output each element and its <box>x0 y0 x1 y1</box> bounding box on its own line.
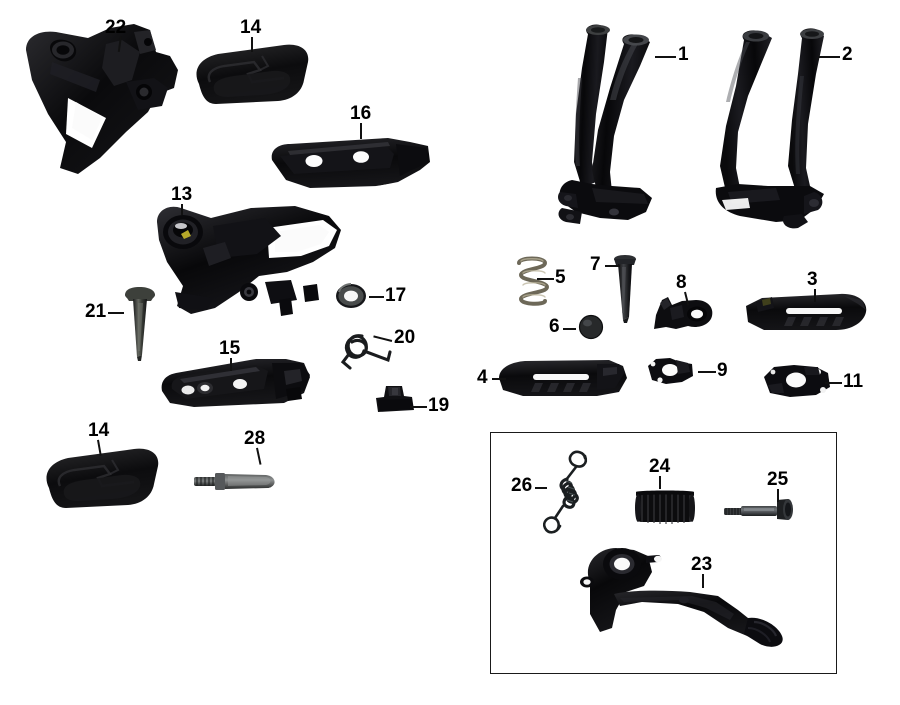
part-torsion-return-spring <box>340 330 406 372</box>
callout-13: 13 <box>171 184 193 205</box>
leader-11 <box>825 382 842 384</box>
callout-15: 15 <box>219 338 241 359</box>
leader-6 <box>563 328 576 330</box>
part-small-backing-plate <box>646 356 696 386</box>
leader-21 <box>108 312 124 314</box>
part-rear-brake-pedal <box>572 542 792 650</box>
part-large-backing-plate <box>760 363 832 399</box>
part-right-passenger-footrest-bracket <box>714 28 838 232</box>
part-rubber-stopper-block <box>372 384 418 416</box>
leader-24 <box>659 476 661 489</box>
leader-2 <box>818 56 840 58</box>
callout-4: 4 <box>477 367 488 388</box>
part-heel-guard-plate <box>270 136 432 194</box>
callout-28: 28 <box>244 428 266 449</box>
part-long-pivot-bolt <box>116 285 164 363</box>
callout-8: 8 <box>676 272 687 293</box>
callout-22: 22 <box>105 17 127 38</box>
callout-20: 20 <box>394 327 416 348</box>
part-rubber-bellows-boot <box>634 488 696 526</box>
part-right-footrest-hanger-bracket <box>155 200 345 322</box>
callout-11: 11 <box>843 371 864 392</box>
callout-16: 16 <box>350 103 372 124</box>
leader-19 <box>410 406 427 408</box>
callout-21: 21 <box>85 301 107 322</box>
part-flat-washer <box>335 283 367 309</box>
leader-23 <box>702 574 704 588</box>
callout-9: 9 <box>717 360 728 381</box>
callout-25: 25 <box>767 469 789 490</box>
leader-5 <box>537 278 554 280</box>
brake-pedal-sub-assembly-box <box>490 432 837 674</box>
part-brake-pedal-pivot-bolt <box>722 497 794 523</box>
callout-6: 6 <box>549 316 560 337</box>
callout-1: 1 <box>678 44 689 65</box>
part-clevis-pin <box>611 253 639 325</box>
leader-25 <box>777 489 779 502</box>
part-footpeg-rubber-pad-top <box>188 44 312 106</box>
part-shoulder-stud-bolt <box>192 466 282 496</box>
leader-13 <box>181 204 183 215</box>
callout-14-top: 14 <box>240 17 262 38</box>
part-right-footpeg-rubber <box>744 292 870 334</box>
callout-5: 5 <box>555 267 566 288</box>
leader-28 <box>256 447 262 465</box>
leader-16 <box>360 123 362 139</box>
part-left-passenger-footrest-bracket <box>552 22 672 228</box>
callout-17: 17 <box>385 285 407 306</box>
callout-2: 2 <box>842 44 853 65</box>
leader-26 <box>535 487 547 489</box>
part-brake-pedal-return-spring <box>538 450 590 540</box>
part-compression-spring <box>513 253 553 309</box>
callout-3: 3 <box>807 269 818 290</box>
part-detent-ball <box>578 314 604 340</box>
leader-1 <box>655 56 676 58</box>
callout-19: 19 <box>428 395 450 416</box>
part-left-footpeg-rubber <box>497 358 629 400</box>
leader-15 <box>230 358 232 371</box>
part-footrest-mount-plate <box>160 357 312 409</box>
leader-17 <box>369 296 384 298</box>
callout-14-bottom: 14 <box>88 420 110 441</box>
callout-7: 7 <box>590 254 601 275</box>
leader-9 <box>698 371 716 373</box>
leader-14-top <box>251 37 253 52</box>
callout-26: 26 <box>511 475 533 496</box>
leader-3 <box>814 289 816 302</box>
leader-4 <box>492 378 506 380</box>
callout-23: 23 <box>691 554 713 575</box>
part-pivot-link-plate <box>652 295 714 331</box>
leader-7 <box>605 265 620 267</box>
part-left-footrest-hanger-bracket <box>22 22 202 182</box>
part-footpeg-rubber-pad-bottom <box>38 448 162 510</box>
callout-24: 24 <box>649 456 671 477</box>
